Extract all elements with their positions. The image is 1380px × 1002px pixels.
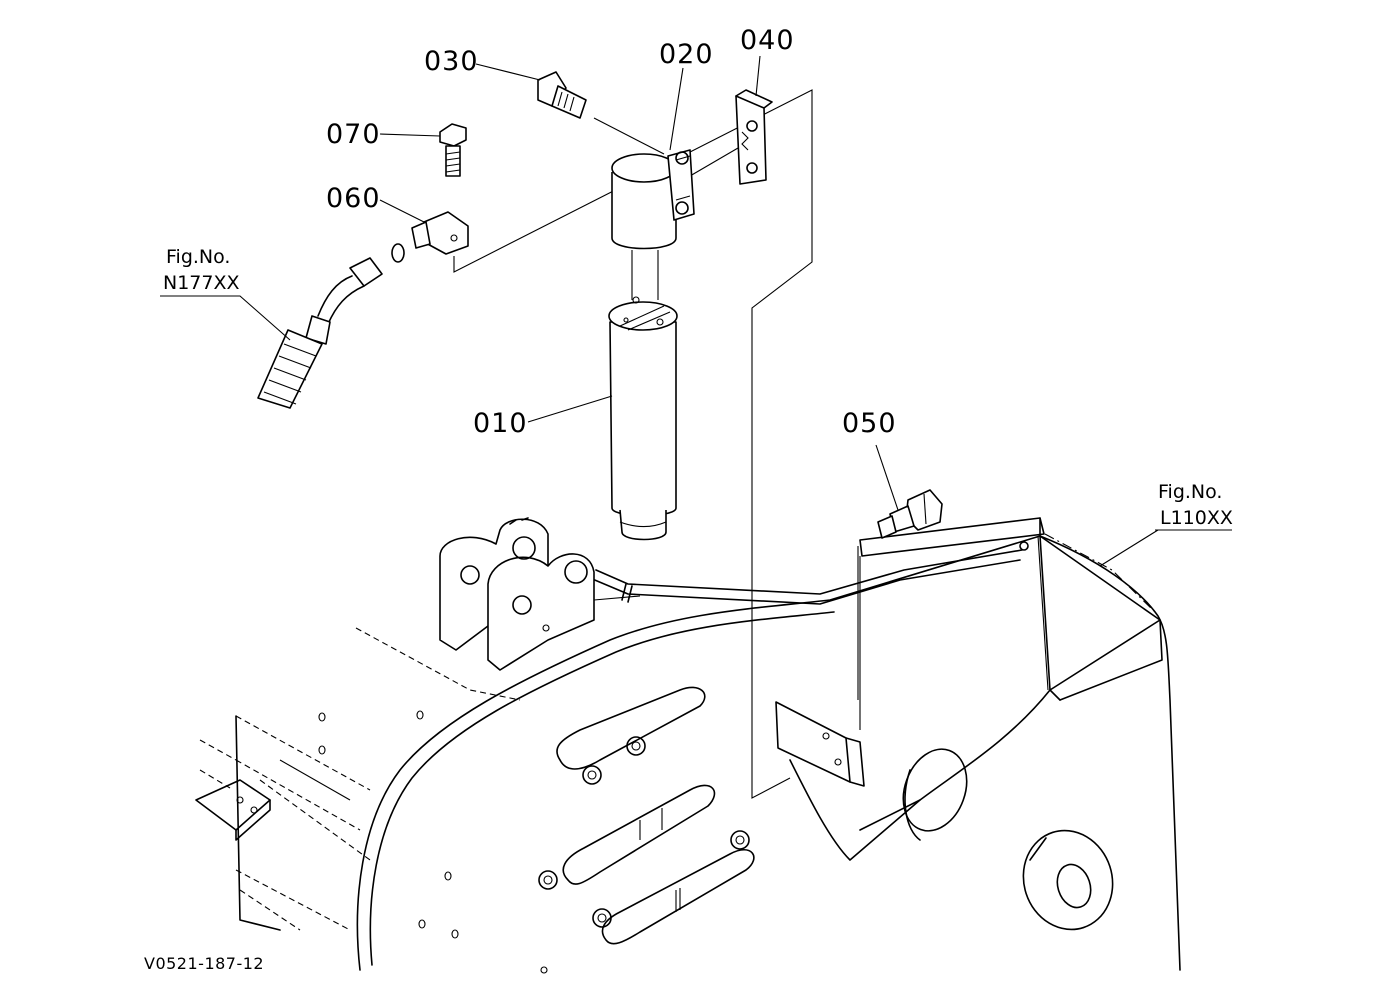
frame-holes [318, 710, 548, 974]
part-label-020: 020 [659, 39, 714, 70]
hose-assembly [257, 257, 383, 409]
part-label-060: 060 [326, 183, 381, 214]
fitting-050 [877, 489, 943, 539]
pivot-bracket [439, 517, 641, 671]
figure-ref-right-line1: Fig.No. [1158, 481, 1223, 503]
part-label-010: 010 [473, 408, 528, 439]
frame-assembly [195, 517, 1181, 974]
leader-lines [160, 55, 1232, 531]
figure-ref-right-line2: L110XX [1160, 507, 1233, 529]
part-label-050: 050 [842, 408, 897, 439]
bracket-040 [735, 89, 773, 185]
pressure-switch-060 [391, 211, 469, 263]
bolt-030 [537, 71, 587, 119]
part-label-030: 030 [424, 46, 479, 77]
receiver-drier-010 [608, 296, 678, 541]
figure-ref-left-line1: Fig.No. [166, 246, 231, 268]
part-label-040: 040 [740, 25, 795, 56]
frame-nuts [538, 736, 750, 928]
figure-ref-left-line2: N177XX [163, 272, 240, 294]
clamp-020 [611, 149, 695, 250]
bolt-070 [439, 123, 467, 177]
part-label-070: 070 [326, 119, 381, 150]
drawing-code: V0521-187-12 [144, 954, 265, 973]
left-structure [195, 627, 521, 931]
assembly-centerlines [453, 89, 859, 799]
